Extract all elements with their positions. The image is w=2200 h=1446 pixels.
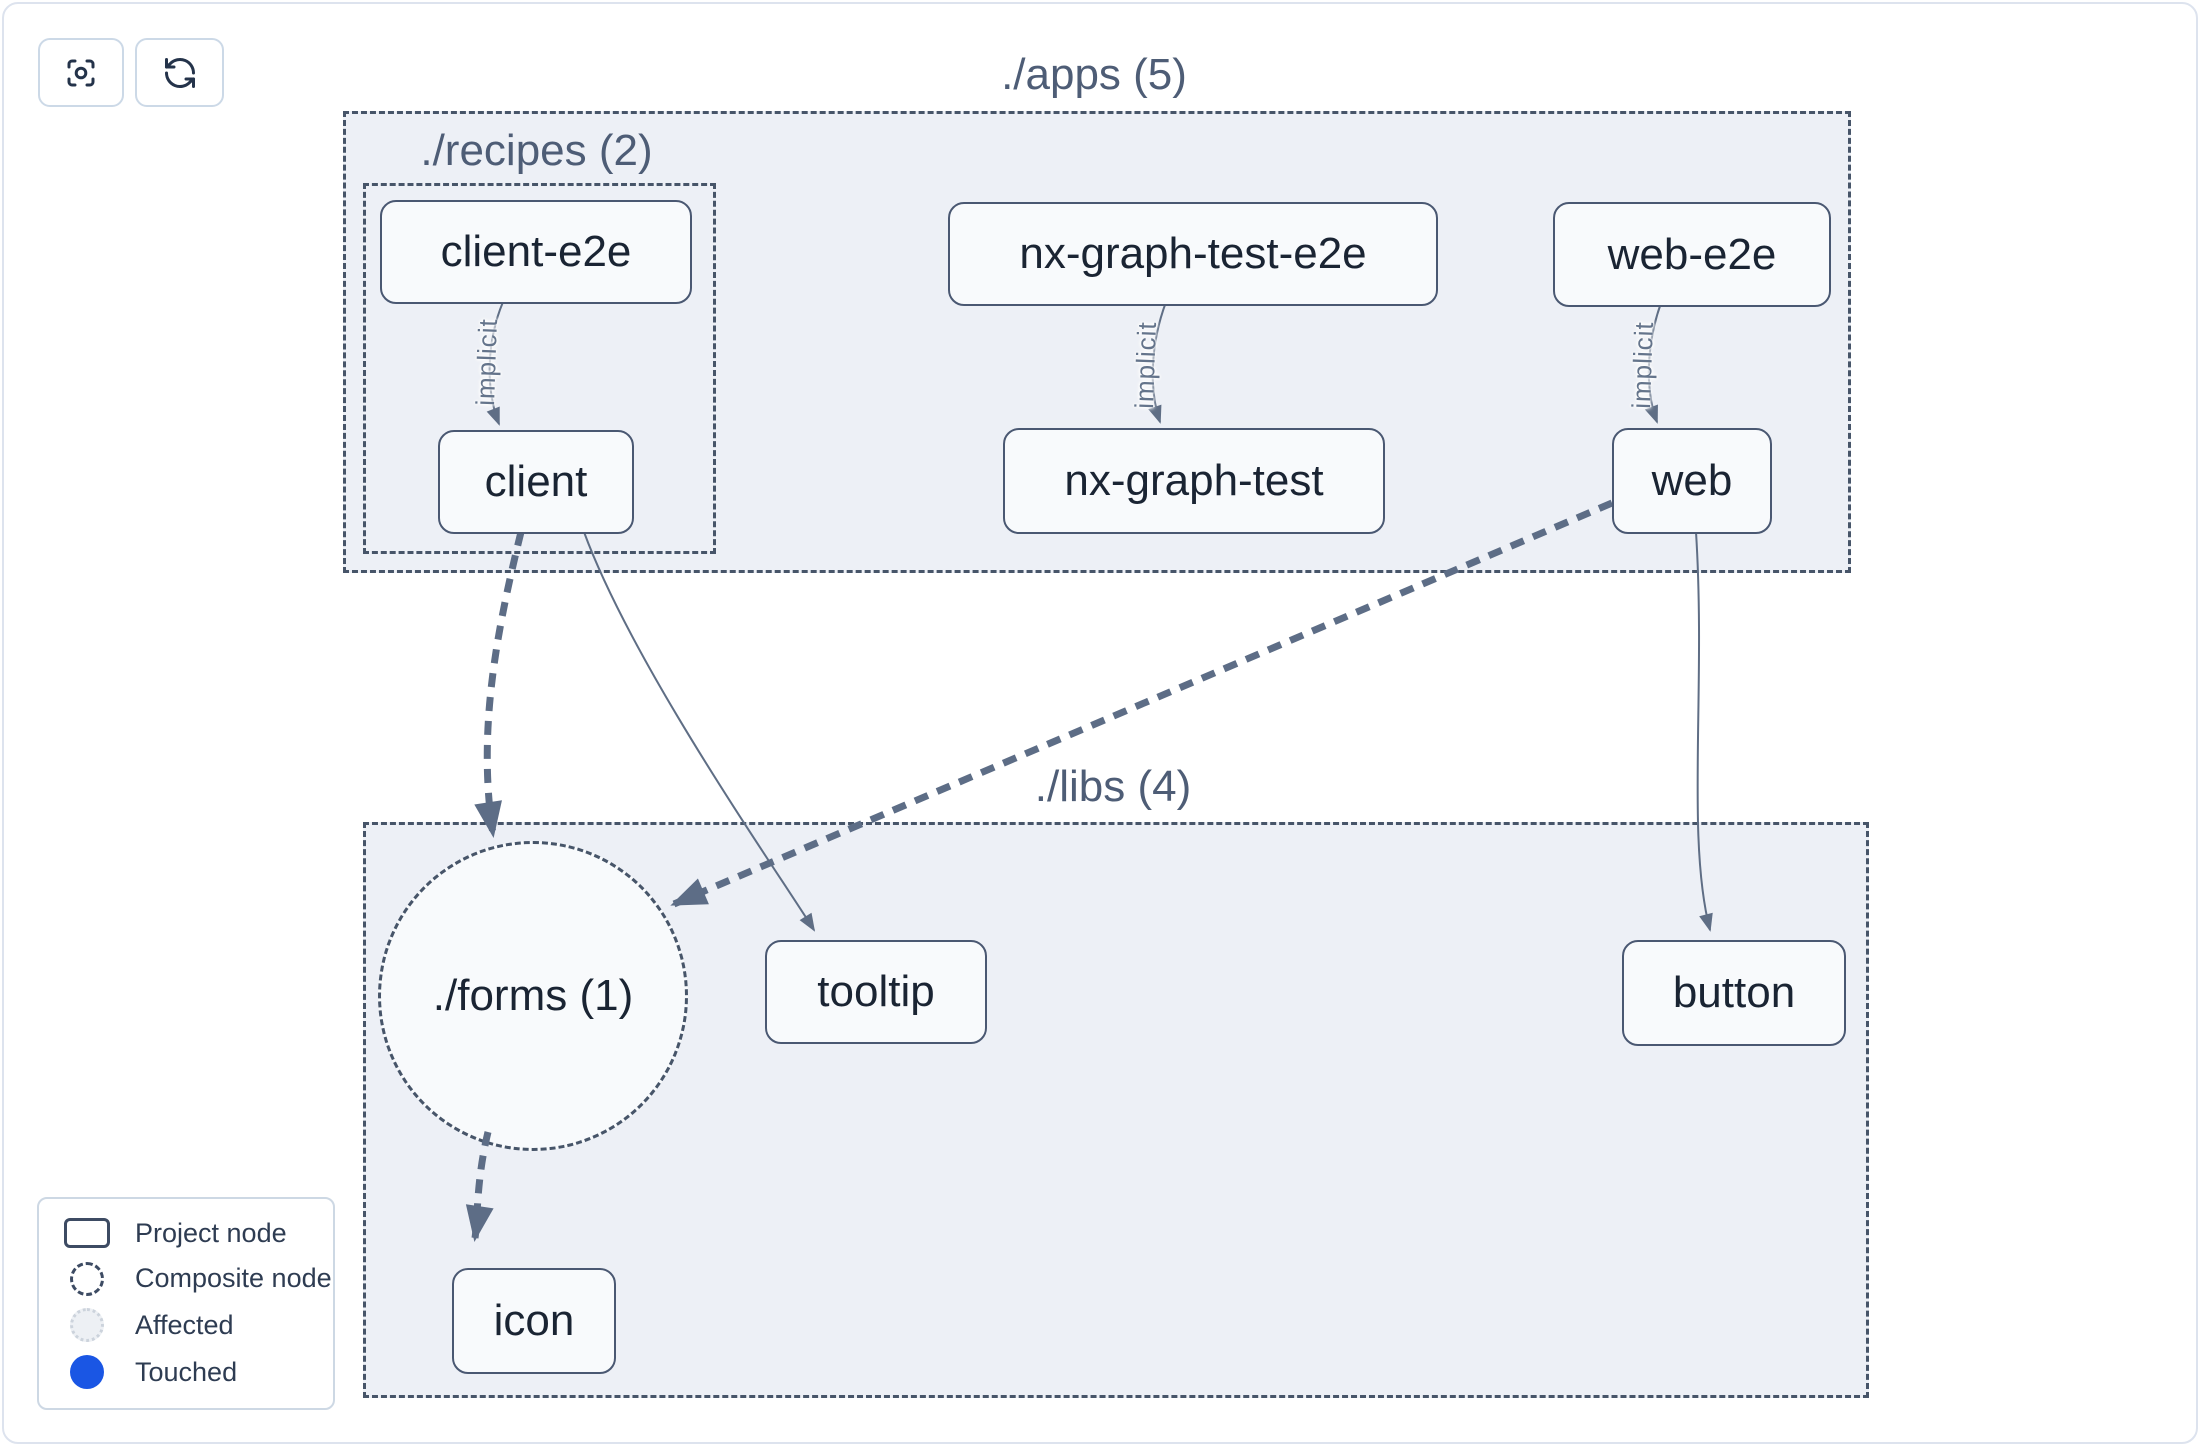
composite-node-forms[interactable]: ./forms (1) [378,841,688,1151]
focus-center-icon [63,55,99,91]
project-node-tooltip[interactable]: tooltip [765,940,987,1044]
edge-label-implicit: implicit [1128,320,1163,410]
node-label: tooltip [817,967,935,1016]
project-node-icon[interactable]: icon [452,1268,616,1374]
legend-label: Project node [135,1217,287,1248]
center-graph-button[interactable] [38,38,124,107]
touched-swatch [70,1355,104,1390]
group-apps-label: ./apps (5) [1001,50,1187,99]
composite-node-swatch [70,1261,104,1296]
node-label: client-e2e [440,227,632,276]
legend-panel: Project node Composite node Affected Tou… [37,1197,335,1410]
node-label: client [484,457,588,506]
legend-item-composite-node: Composite node [39,1261,333,1296]
legend-label: Affected [135,1309,234,1340]
node-label: button [1672,968,1796,1017]
affected-swatch [70,1308,104,1343]
edge-label-implicit: implicit [1625,320,1660,410]
group-libs-label: ./libs (4) [1034,762,1192,811]
node-label: nx-graph-test [1064,456,1324,505]
refresh-graph-button[interactable] [135,38,224,107]
node-label: web-e2e [1607,229,1777,279]
node-label: web [1651,456,1733,505]
node-label: nx-graph-test-e2e [1019,229,1367,278]
legend-item-project-node: Project node [39,1218,333,1249]
project-node-button[interactable]: button [1622,940,1846,1046]
refresh-icon [162,55,198,91]
project-node-web[interactable]: web [1612,428,1772,534]
project-node-swatch [64,1218,110,1249]
edge-label-implicit: implicit [469,317,504,407]
legend-item-touched: Touched [39,1355,333,1390]
project-node-nx-graph-test-e2e[interactable]: nx-graph-test-e2e [948,202,1438,306]
legend-item-affected: Affected [39,1308,333,1343]
project-node-client[interactable]: client [438,430,634,534]
node-label: icon [493,1296,575,1345]
legend-label: Composite node [135,1263,332,1294]
project-node-web-e2e[interactable]: web-e2e [1553,202,1831,307]
legend-label: Touched [135,1356,238,1387]
project-node-client-e2e[interactable]: client-e2e [380,200,692,304]
group-recipes-label: ./recipes (2) [420,126,653,175]
project-node-nx-graph-test[interactable]: nx-graph-test [1003,428,1385,534]
composite-node-forms-label: ./forms (1) [432,971,634,1020]
